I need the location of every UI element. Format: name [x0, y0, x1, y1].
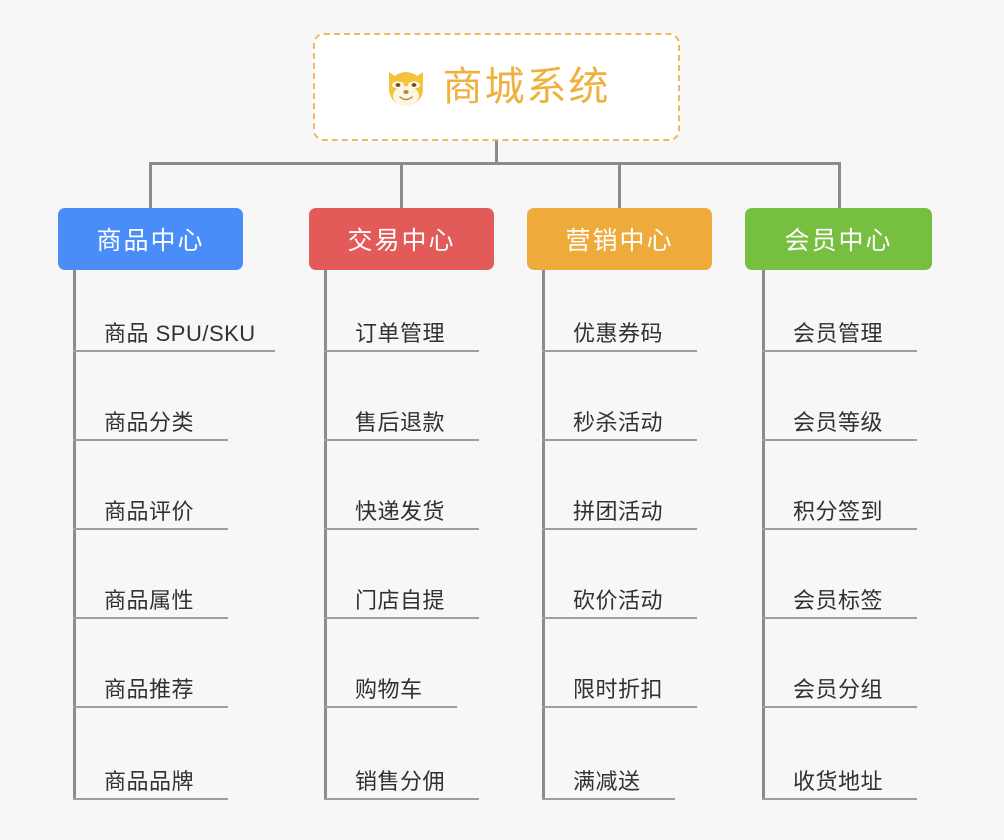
- connector-drop-marketing-center: [618, 162, 621, 208]
- connector-drop-trade-center: [400, 162, 403, 208]
- leaf-label: 商品品牌: [104, 768, 195, 794]
- leaf-item[interactable]: 商品品牌: [73, 738, 228, 800]
- leaf-label: 会员分组: [793, 676, 884, 702]
- leaf-item[interactable]: 会员标签: [762, 557, 917, 619]
- leaf-item[interactable]: 收货地址: [762, 738, 917, 800]
- category-header-label: 营销中心: [565, 227, 674, 255]
- connector-root-stem: [495, 141, 498, 165]
- leaf-label: 商品推荐: [104, 676, 195, 702]
- leaf-label: 商品属性: [104, 587, 195, 613]
- leaf-item[interactable]: 快递发货: [324, 468, 479, 530]
- leaf-label: 会员管理: [793, 320, 884, 346]
- category-header-label: 商品中心: [96, 227, 205, 255]
- leaf-label: 门店自提: [355, 587, 446, 613]
- leaf-label: 收货地址: [793, 768, 884, 794]
- leaf-item[interactable]: 门店自提: [324, 557, 479, 619]
- leaf-item[interactable]: 商品 SPU/SKU: [73, 290, 275, 352]
- leaf-item[interactable]: 秒杀活动: [542, 379, 697, 441]
- shiba-dog-face-icon: [383, 66, 429, 108]
- column-spine-trade-center: [324, 270, 327, 800]
- leaf-label: 砍价活动: [573, 587, 664, 613]
- category-header-member-center[interactable]: 会员中心: [745, 208, 932, 270]
- leaf-label: 会员等级: [793, 409, 884, 435]
- leaf-label: 秒杀活动: [573, 409, 664, 435]
- leaf-item[interactable]: 购物车: [324, 646, 457, 708]
- leaf-item[interactable]: 限时折扣: [542, 646, 697, 708]
- leaf-label: 订单管理: [355, 320, 446, 346]
- category-header-product-center[interactable]: 商品中心: [58, 208, 243, 270]
- leaf-label: 商品分类: [104, 409, 195, 435]
- connector-bus: [150, 162, 840, 165]
- column-spine-marketing-center: [542, 270, 545, 800]
- category-header-trade-center[interactable]: 交易中心: [309, 208, 494, 270]
- leaf-item[interactable]: 会员分组: [762, 646, 917, 708]
- leaf-item[interactable]: 订单管理: [324, 290, 479, 352]
- connector-drop-member-center: [838, 162, 841, 208]
- leaf-item[interactable]: 优惠券码: [542, 290, 697, 352]
- leaf-item[interactable]: 商品评价: [73, 468, 228, 530]
- leaf-label: 拼团活动: [573, 498, 664, 524]
- leaf-item[interactable]: 会员等级: [762, 379, 917, 441]
- leaf-item[interactable]: 售后退款: [324, 379, 479, 441]
- leaf-label: 快递发货: [355, 498, 446, 524]
- leaf-label: 积分签到: [793, 498, 884, 524]
- leaf-label: 限时折扣: [573, 676, 664, 702]
- leaf-item[interactable]: 销售分佣: [324, 738, 479, 800]
- leaf-item[interactable]: 会员管理: [762, 290, 917, 352]
- root-node[interactable]: 商城系统: [313, 33, 680, 141]
- root-label: 商城系统: [442, 65, 611, 109]
- connector-drop-product-center: [149, 162, 152, 208]
- column-spine-product-center: [73, 270, 76, 800]
- leaf-item[interactable]: 商品分类: [73, 379, 228, 441]
- leaf-label: 满减送: [573, 768, 641, 794]
- leaf-item[interactable]: 满减送: [542, 738, 675, 800]
- leaf-item[interactable]: 商品属性: [73, 557, 228, 619]
- category-header-marketing-center[interactable]: 营销中心: [527, 208, 712, 270]
- leaf-label: 购物车: [355, 676, 423, 702]
- leaf-item[interactable]: 拼团活动: [542, 468, 697, 530]
- leaf-label: 商品 SPU/SKU: [104, 320, 256, 346]
- leaf-label: 销售分佣: [355, 768, 446, 794]
- category-header-label: 会员中心: [784, 227, 893, 255]
- leaf-label: 商品评价: [104, 498, 195, 524]
- leaf-item[interactable]: 积分签到: [762, 468, 917, 530]
- leaf-label: 优惠券码: [573, 320, 664, 346]
- leaf-item[interactable]: 商品推荐: [73, 646, 228, 708]
- column-spine-member-center: [762, 270, 765, 800]
- leaf-item[interactable]: 砍价活动: [542, 557, 697, 619]
- leaf-label: 会员标签: [793, 587, 884, 613]
- category-header-label: 交易中心: [347, 227, 456, 255]
- leaf-label: 售后退款: [355, 409, 446, 435]
